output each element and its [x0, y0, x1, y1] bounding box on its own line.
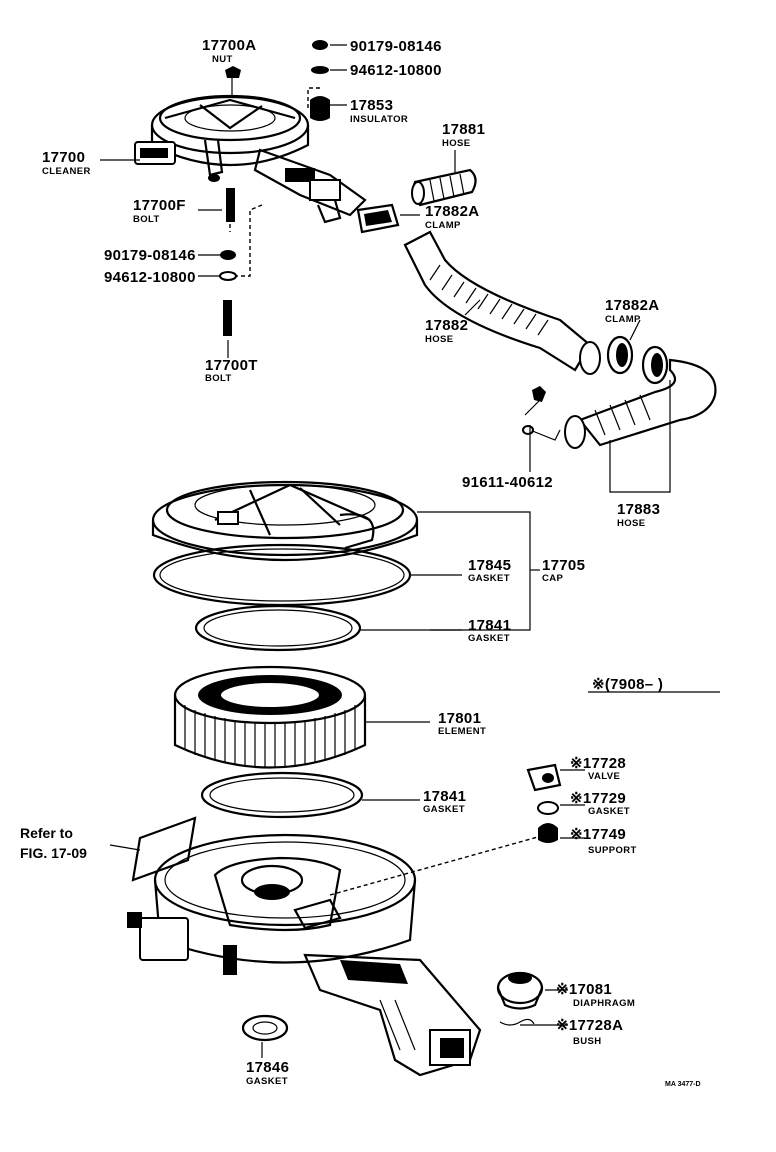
callout-name-gasket-17846: GASKET — [246, 1076, 288, 1087]
gasket-17841-lower-inner — [209, 777, 355, 813]
cap-17705-drawing — [151, 480, 419, 562]
callout-part-17882: 17882 — [425, 317, 468, 334]
callout-name-clamp-top: CLAMP — [425, 220, 461, 231]
clamp-17882a-top-drawing — [356, 203, 400, 234]
cleaner-assembly-top-drawing — [134, 94, 367, 224]
gasket-17845-inner — [159, 548, 405, 602]
gasket-17846-ring — [241, 1014, 289, 1042]
valve-support-parts-drawing — [526, 763, 562, 843]
callout-name-cap: CAP — [542, 573, 564, 584]
leader-lines — [100, 44, 720, 1058]
callout-part-90179-08146-top: 90179-08146 — [350, 38, 442, 55]
callout-name-gasket-17841-upper: GASKET — [468, 633, 510, 644]
callout-part-17846: 17846 — [246, 1059, 289, 1076]
clamp-17882a-right-drawing — [606, 335, 669, 385]
hose-17882-drawing — [403, 230, 601, 375]
callout-name-valve: VALVE — [588, 771, 620, 782]
callout-part-17853: 17853 — [350, 97, 393, 114]
callout-part-91611-40612: 91611-40612 — [462, 474, 553, 491]
callout-part-17801: 17801 — [438, 710, 481, 727]
gasket-17846-inner — [252, 1021, 278, 1035]
cleaner-body-drawing — [127, 833, 482, 1077]
callout-part-17841-upper: 17841 — [468, 617, 511, 634]
callout-name-hose-17882: HOSE — [425, 334, 454, 345]
callout-labels: 17700A NUT 90179-08146 94612-10800 17853… — [20, 37, 701, 1088]
bolt-17700f-drawing — [219, 188, 263, 336]
nut-17700a-drawing — [225, 66, 241, 98]
callout-part-17700: 17700 — [42, 149, 85, 166]
drawing-code: MA 3477-D — [665, 1081, 701, 1088]
callout-name-bolt-17700f: BOLT — [133, 214, 160, 225]
callout-part-17728a: ※17728A — [556, 1017, 623, 1034]
callout-name-support: SUPPORT — [588, 845, 637, 856]
callout-part-17841-lower: 17841 — [423, 788, 466, 805]
gasket-17841-upper-inner — [203, 609, 353, 647]
reference-line-2: FIG. 17-09 — [20, 845, 87, 861]
callout-name-hose-17881: HOSE — [442, 138, 471, 149]
callout-part-17700t: 17700T — [205, 357, 258, 374]
callout-part-90179-08146-mid: 90179-08146 — [104, 247, 196, 264]
callout-name-gasket-17729: GASKET — [588, 806, 630, 817]
callout-part-17881: 17881 — [442, 121, 485, 138]
callout-part-17729: ※17729 — [570, 790, 626, 807]
callout-part-17700a: 17700A — [202, 37, 256, 54]
washer-stack-top-drawing — [307, 40, 330, 121]
hose-17883-drawing — [522, 358, 717, 449]
diaphragm-bush-drawing — [496, 971, 544, 1026]
callout-part-17700f: 17700F — [133, 197, 186, 214]
reference-tag-drawing — [131, 816, 197, 882]
serial-note: ※(7908– ) — [592, 676, 663, 693]
reference-line-1: Refer to — [20, 825, 73, 841]
callout-part-17705: 17705 — [542, 557, 585, 574]
callout-part-17882a-top: 17882A — [425, 203, 479, 220]
callout-name-insulator: INSULATOR — [350, 114, 408, 125]
callout-part-17882a-right: 17882A — [605, 297, 659, 314]
callout-name-hose-17883: HOSE — [617, 518, 646, 529]
callout-name-gasket-17845: GASKET — [468, 573, 510, 584]
element-17801-drawing — [173, 665, 367, 769]
callout-name-nut: NUT — [212, 54, 233, 65]
callout-name-diaphragm: DIAPHRAGM — [573, 998, 635, 1009]
callout-part-17728: ※17728 — [570, 755, 626, 772]
callout-name-bolt-17700t: BOLT — [205, 373, 232, 384]
hose-17881-drawing — [411, 168, 477, 207]
callout-name-bush: BUSH — [573, 1036, 602, 1047]
callout-part-17845: 17845 — [468, 557, 511, 574]
callout-part-17883: 17883 — [617, 501, 660, 518]
callout-name-clamp-right: CLAMP — [605, 314, 641, 325]
gasket-17841-upper-ring — [194, 604, 362, 652]
callout-name-element: ELEMENT — [438, 726, 486, 737]
callout-part-17749: ※17749 — [570, 826, 626, 843]
callout-name-gasket-17841-lower: GASKET — [423, 804, 465, 815]
callout-part-94612-10800-mid: 94612-10800 — [104, 269, 196, 286]
callout-part-94612-10800-top: 94612-10800 — [350, 62, 442, 79]
callout-name-cleaner: CLEANER — [42, 166, 91, 177]
callout-part-17081: ※17081 — [556, 981, 612, 998]
gasket-17841-lower-ring — [200, 771, 364, 819]
